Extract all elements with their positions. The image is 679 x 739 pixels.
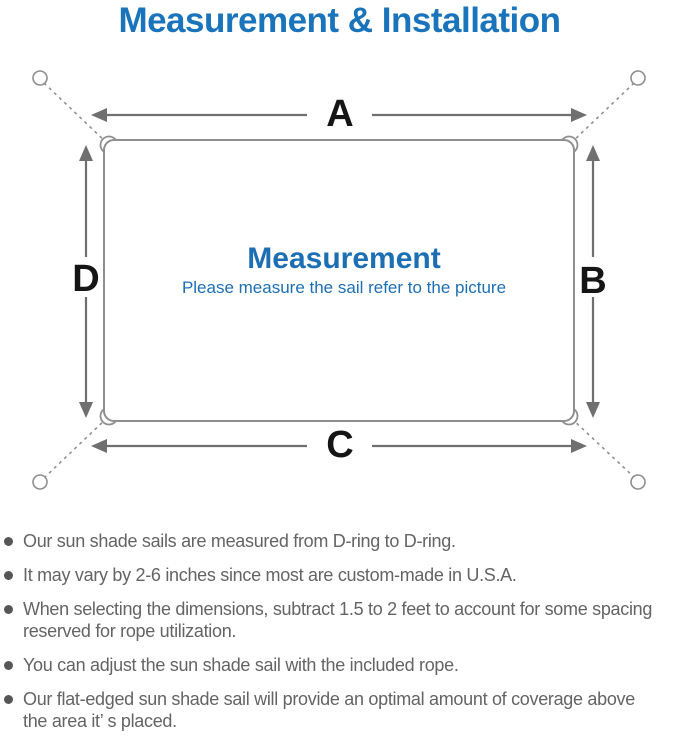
note-text: Our sun shade sails are measured from D-… [23,531,456,551]
note-text: Our flat-edged sun shade sail will provi… [23,689,635,731]
dimension-label-c: C [326,424,353,466]
sail-outline [103,139,575,422]
anchor-point-icon-top-right [630,70,646,86]
dimension-arrow-c [91,439,587,453]
bullet-icon [4,537,13,546]
note-text: It may vary by 2-6 inches since most are… [23,565,517,585]
list-item: You can adjust the sun shade sail with t… [4,654,675,676]
bullet-icon [4,571,13,580]
dimension-label-a: A [326,93,353,135]
anchor-point-icon-bottom-left [32,474,48,490]
list-item: It may vary by 2-6 inches since most are… [4,564,675,586]
bullet-icon [4,605,13,614]
bullet-icon [4,661,13,670]
dimension-arrow-d [79,145,93,418]
diagram-center-subtitle: Please measure the sail refer to the pic… [182,278,506,297]
list-item: When selecting the dimensions, subtract … [4,598,675,642]
dimension-arrow-a [91,108,587,122]
dimension-label-b: B [579,260,606,302]
corner-rope-line-bottom-left [43,416,109,479]
corner-rope-line-top-left [43,82,109,145]
note-text: You can adjust the sun shade sail with t… [23,655,459,675]
notes-list: Our sun shade sails are measured from D-… [0,530,679,732]
dimension-label-d: D [72,258,99,300]
note-text: When selecting the dimensions, subtract … [23,599,653,641]
anchor-point-icon-top-left [32,70,48,86]
dimension-arrow-b [586,145,600,418]
diagram-center-title: Measurement [247,242,440,275]
measurement-diagram: A C D B Measurement Please measure the s… [32,70,646,490]
bullet-icon [4,695,13,704]
list-item: Our sun shade sails are measured from D-… [4,530,675,552]
list-item: Our flat-edged sun shade sail will provi… [4,688,675,732]
corner-rope-line-bottom-right [569,416,636,479]
anchor-point-icon-bottom-right [630,474,646,490]
page-title: Measurement & Installation [118,1,561,40]
corner-rope-line-top-right [569,82,635,145]
